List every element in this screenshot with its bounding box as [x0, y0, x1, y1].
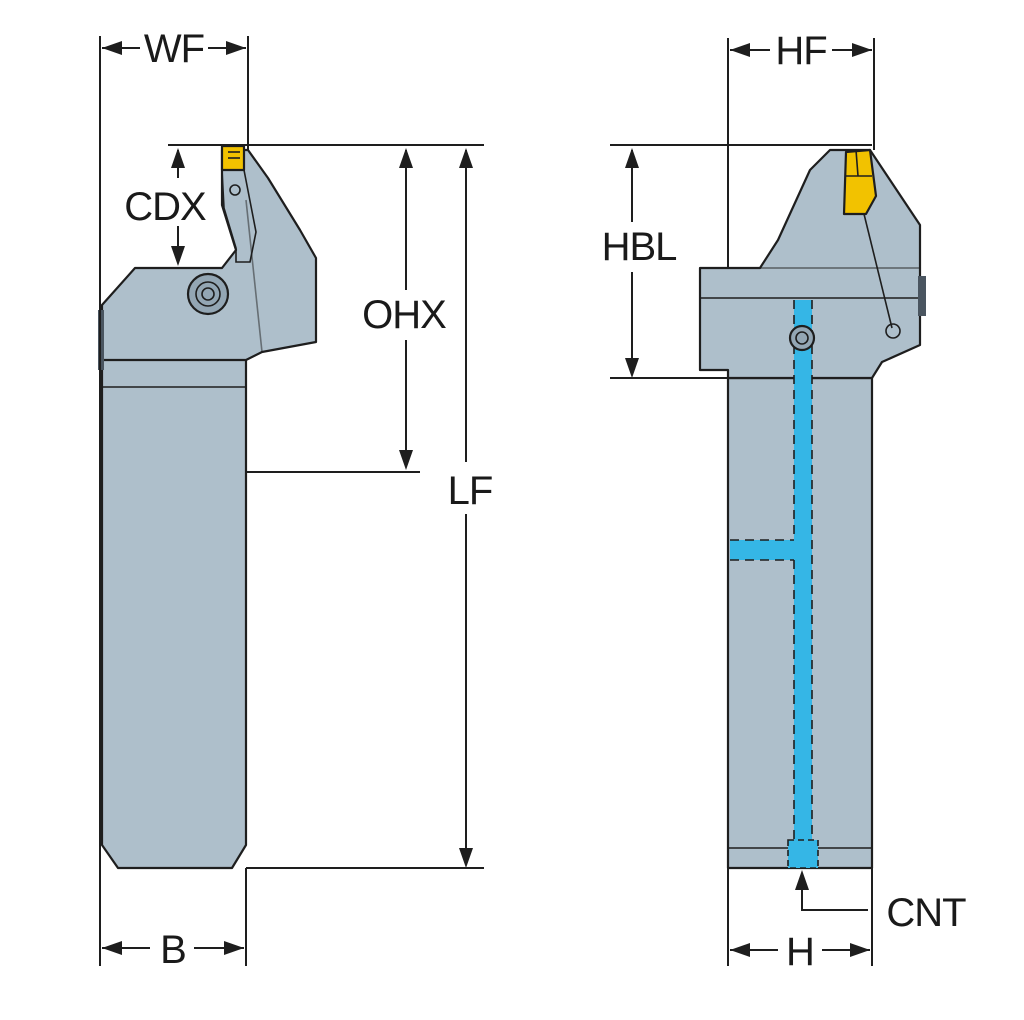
- front-blade: [221, 169, 257, 263]
- clamp-screw-icon: [788, 324, 816, 352]
- side-dimensions: HF HBL CNT H: [602, 29, 968, 974]
- dim-label-hf: HF: [775, 29, 826, 73]
- dim-label-cnt: CNT: [886, 891, 966, 935]
- dim-label-b: B: [160, 928, 186, 972]
- coolant-channel-icon: [730, 300, 819, 869]
- side-view: [698, 148, 926, 870]
- front-view: [98, 144, 318, 870]
- dim-label-ohx: OHX: [362, 293, 446, 337]
- front-dimensions: WF CDX OHX LF B: [99, 27, 493, 972]
- dim-label-h: H: [786, 930, 814, 974]
- dim-label-lf: LF: [448, 469, 493, 513]
- dim-label-wf: WF: [144, 27, 204, 71]
- clamp-screw-icon: [186, 272, 230, 316]
- front-head: [100, 148, 318, 362]
- front-shank: [100, 353, 248, 870]
- side-insert: [842, 148, 878, 216]
- dim-label-cdx: CDX: [124, 185, 206, 229]
- dim-label-hbl: HBL: [602, 225, 677, 269]
